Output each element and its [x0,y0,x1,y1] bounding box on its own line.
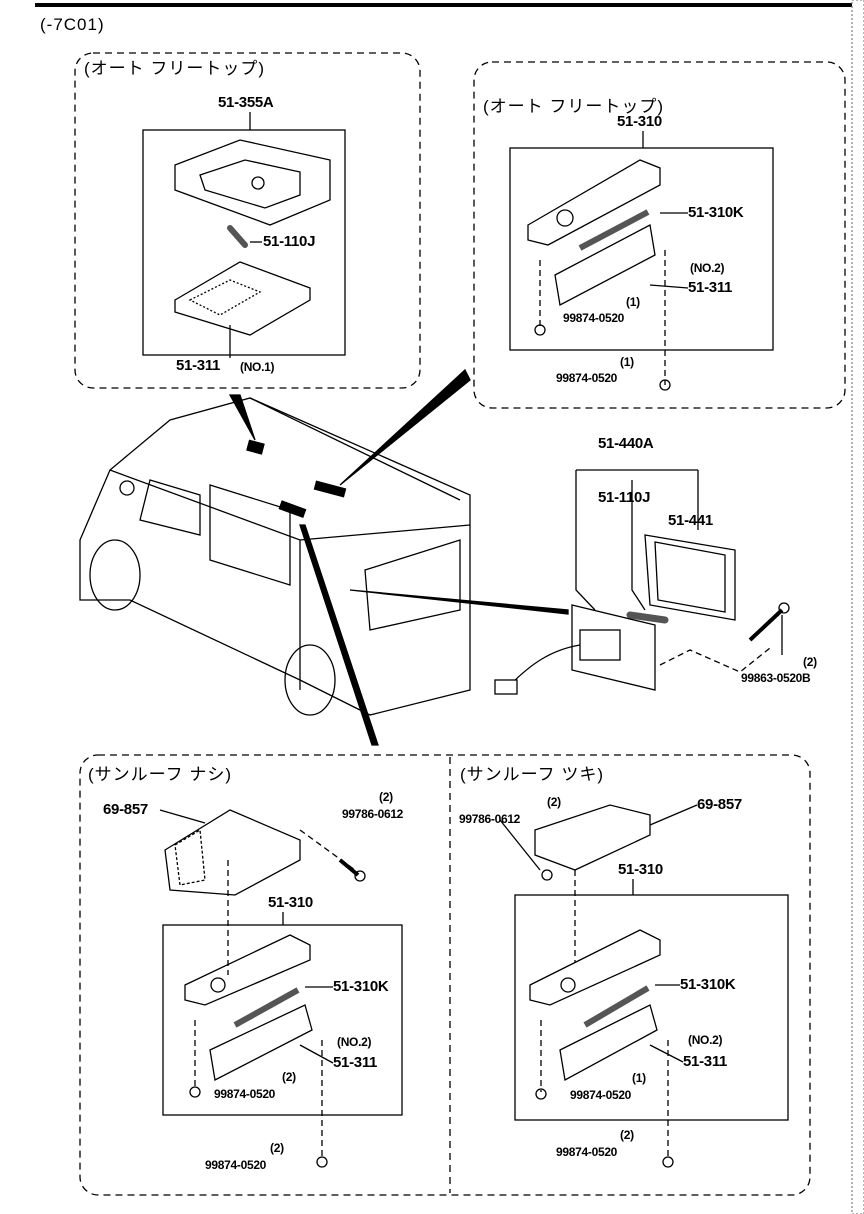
sunroof-without-parts [159,809,366,1168]
part-label: 69-857 [103,801,148,818]
part-label: 51-311 [333,1054,378,1071]
panel-title: (サンルーフ ナシ) [88,765,233,784]
part-qty: (1) [632,1071,646,1085]
dome-lamp-assembly [174,139,331,358]
part-qty: (2) [803,655,817,669]
part-label: 99874-0520 [556,1145,618,1159]
panel-frame-bottom [79,754,811,1196]
part-label: 51-110J [598,489,651,506]
part-label: 99786-0612 [459,812,521,826]
part-label: 51-310 [617,113,662,130]
map-lamp-assembly-top [527,159,689,391]
part-label: 99874-0520 [205,1158,267,1172]
part-label: 99863-0520B [741,671,811,685]
part-note: (NO.2) [337,1035,372,1049]
panel-title: (サンルーフ ツキ) [460,765,605,784]
part-label: 51-110J [263,233,316,250]
part-label: 51-441 [668,512,713,529]
part-qty: (2) [282,1070,296,1084]
van-illustration [79,368,569,746]
part-label: 51-310K [680,976,736,993]
rear-lamp-assembly [494,469,790,695]
part-qty: (2) [620,1128,634,1142]
part-qty: (2) [270,1141,284,1155]
part-label: 99874-0520 [563,311,625,325]
part-note: (NO.2) [688,1033,723,1047]
right-edge-strip [851,0,864,1214]
part-label: 51-311 [683,1053,728,1070]
part-label: 51-310K [688,204,744,221]
panel-title: (オート フリートップ) [483,97,665,116]
part-qty: (2) [547,795,561,809]
part-note: (NO.1) [240,360,275,374]
part-label: 51-311 [176,357,221,374]
part-qty: (2) [379,790,393,804]
part-label: 51-311 [688,279,733,296]
panel-title: (オート フリートップ) [84,59,266,78]
diagram-code: (-7C01) [40,15,105,34]
part-label: 99874-0520 [556,371,618,385]
sunroof-with-parts [499,804,698,1168]
panel-frame-top-left [74,52,421,389]
part-qty: (1) [620,355,634,369]
part-label: 51-440A [598,435,654,452]
part-label: 99786-0612 [342,807,404,821]
top-rule [35,3,855,7]
part-note: (NO.2) [690,261,725,275]
part-label: 69-857 [697,796,742,813]
panel-frame-top-right [473,61,846,409]
part-label: 99874-0520 [214,1087,276,1101]
part-label: 51-310K [333,978,389,995]
part-label: 99874-0520 [570,1088,632,1102]
part-qty: (1) [626,295,640,309]
part-label: 51-310 [268,894,313,911]
part-label: 51-355A [218,94,274,111]
part-label: 51-310 [618,861,663,878]
